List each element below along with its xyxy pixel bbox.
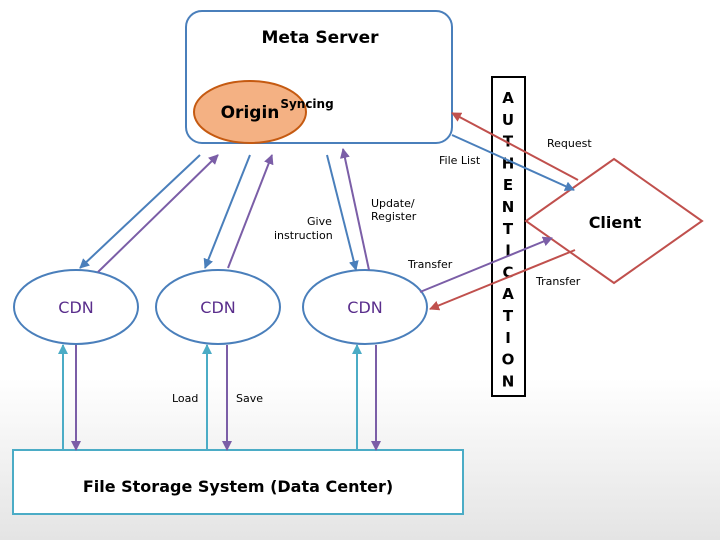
authentication-letter: N (502, 198, 515, 216)
authentication-letter: O (502, 351, 515, 369)
edge-label-file-list: File List (439, 154, 481, 167)
arrow-client-to-cdn3-transfer (429, 249, 576, 311)
cdn-node-3 (302, 269, 428, 345)
cdn-label-2: CDN (200, 298, 235, 317)
arrow-client-to-meta-request (451, 112, 579, 181)
authentication-letter: I (505, 242, 511, 260)
edge-label-transfer-to-client: Transfer (407, 258, 453, 271)
arrow-meta-to-client-filelist (451, 134, 575, 191)
edge-label-instruction: instruction (274, 229, 333, 242)
authentication-bar (491, 76, 526, 397)
edge-label-save: Save (236, 392, 263, 405)
arrow-cdn2-to-meta (227, 154, 274, 269)
authentication-letter: T (503, 220, 514, 238)
edge-label-transfer-from-client: Transfer (535, 275, 581, 288)
edge-label-request: Request (547, 137, 592, 150)
edge-label-give: Give (307, 215, 332, 228)
authentication-letter: U (502, 111, 514, 129)
authentication-letter: N (502, 372, 515, 390)
origin-label: Origin (221, 103, 280, 123)
file-storage-box (12, 449, 464, 515)
authentication-letter: E (503, 176, 513, 194)
arrow-cdn3-to-meta-update (340, 148, 370, 271)
authentication-letter: T (503, 133, 514, 151)
arrow-cdn3-to-client-transfer (419, 236, 553, 293)
client-label: Client (589, 213, 642, 232)
edge-label-load: Load (172, 392, 198, 405)
authentication-letter: A (502, 285, 514, 303)
arrow-meta-to-cdn1 (79, 154, 201, 269)
authentication-letter: C (502, 263, 513, 281)
authentication-letter: I (505, 329, 511, 347)
cdn-label-1: CDN (58, 298, 93, 317)
arrow-meta-to-cdn3-instruction (326, 154, 359, 271)
edge-label-update: Update/ (371, 197, 415, 210)
authentication-letter: H (502, 154, 515, 172)
authentication-letter: A (502, 89, 514, 107)
arrow-meta-to-cdn2 (203, 154, 251, 269)
cdn-node-2 (155, 269, 281, 345)
cdn-label-3: CDN (347, 298, 382, 317)
meta-server-title: Meta Server (261, 28, 379, 48)
origin-node (193, 80, 307, 144)
authentication-letter: T (503, 307, 514, 325)
arrow-cdn1-to-meta (97, 154, 219, 273)
syncing-label: Syncing (280, 97, 333, 111)
file-storage-label: File Storage System (Data Center) (83, 477, 393, 496)
cdn-node-1 (13, 269, 139, 345)
edge-label-register: Register (371, 210, 417, 223)
